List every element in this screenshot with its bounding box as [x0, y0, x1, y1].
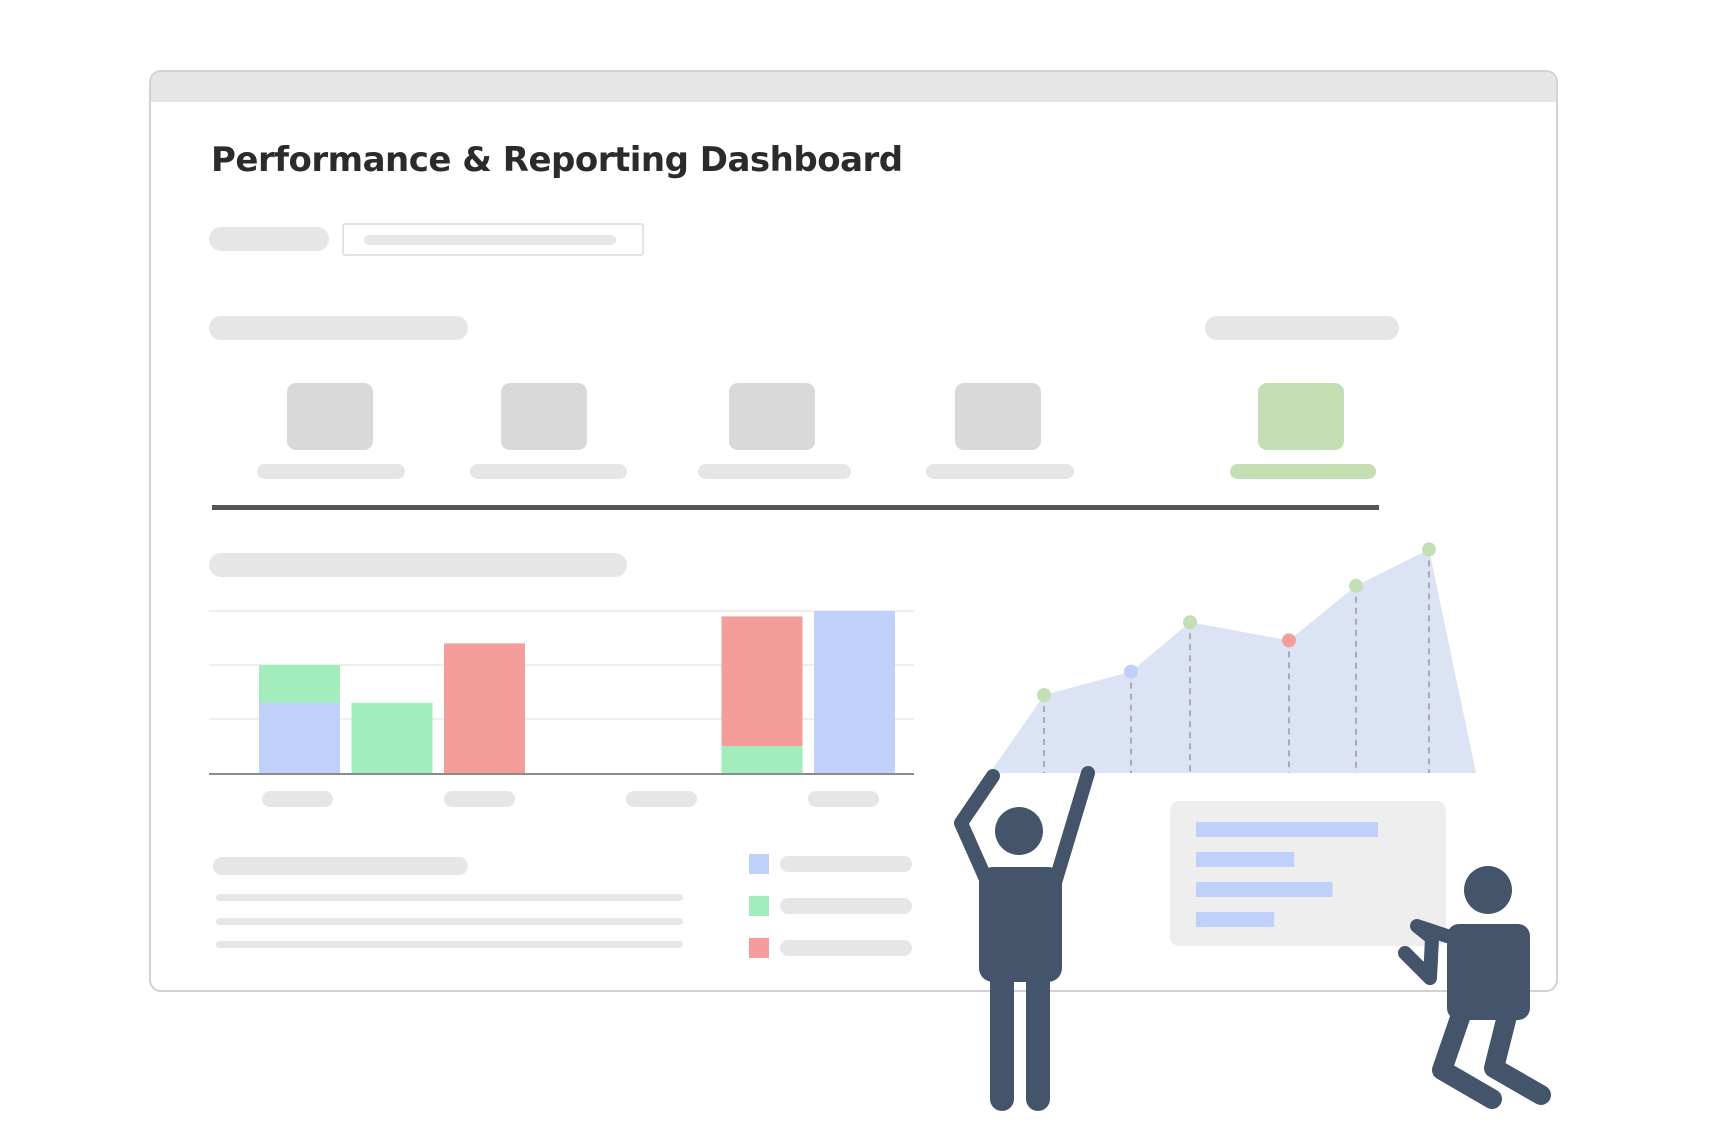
- legend-label-placeholder: [780, 898, 912, 914]
- area-marker: [1183, 615, 1197, 630]
- person-reaching-icon: [954, 766, 1095, 1111]
- x-label-placeholder: [626, 791, 697, 807]
- filter-label-placeholder: [209, 227, 329, 251]
- summary-text-line: [216, 941, 683, 948]
- legend-label-placeholder: [780, 940, 912, 956]
- mini-bar: [1196, 822, 1378, 837]
- x-label-placeholder: [808, 791, 879, 807]
- area-marker: [1037, 688, 1051, 702]
- area-marker: [1422, 542, 1436, 557]
- mini-bar: [1196, 852, 1295, 867]
- chart-bar: [259, 702, 340, 773]
- tile-label-placeholder: [698, 464, 851, 479]
- tile-label-placeholder: [1230, 464, 1376, 479]
- page-title: Performance & Reporting Dashboard: [211, 140, 903, 180]
- summary-heading-placeholder: [213, 857, 468, 875]
- tile-label-placeholder: [257, 464, 405, 479]
- search-input-placeholder: [364, 235, 616, 245]
- chart-bar: [721, 746, 803, 773]
- x-label-placeholder: [444, 791, 515, 807]
- summary-text-line: [216, 894, 683, 901]
- placeholder-tile-icon[interactable]: [501, 383, 587, 450]
- area-marker: [1349, 578, 1363, 593]
- tile-label-placeholder: [926, 464, 1074, 479]
- placeholder-tile-icon[interactable]: [1258, 383, 1344, 450]
- section-action-placeholder[interactable]: [1205, 316, 1399, 340]
- chart-bar: [721, 616, 803, 746]
- chart-bar: [259, 665, 340, 703]
- legend-swatch: [749, 938, 769, 958]
- area-marker: [1124, 664, 1138, 679]
- mini-bar: [1196, 882, 1333, 897]
- window-titlebar[interactable]: [151, 72, 1556, 102]
- legend-label-placeholder: [780, 856, 912, 872]
- placeholder-tile-icon[interactable]: [955, 383, 1041, 450]
- person-presenting-icon: [1398, 866, 1551, 1109]
- summary-text-line: [216, 918, 683, 925]
- x-label-placeholder: [262, 791, 333, 807]
- legend-swatch: [749, 896, 769, 916]
- chart-heading-placeholder: [209, 553, 627, 577]
- mini-bar-card-bg: [1170, 801, 1446, 946]
- area-marker: [1282, 633, 1296, 648]
- chart-bar: [814, 611, 895, 773]
- tile-label-placeholder: [470, 464, 627, 479]
- area-fill: [990, 549, 1476, 773]
- search-input[interactable]: [342, 223, 644, 256]
- section-divider: [212, 505, 1379, 510]
- chart-bar: [351, 702, 433, 773]
- legend-swatch: [749, 854, 769, 874]
- placeholder-tile-icon[interactable]: [729, 383, 815, 450]
- placeholder-tile-icon[interactable]: [287, 383, 373, 450]
- chart-bar: [444, 643, 525, 773]
- mini-bar: [1196, 912, 1275, 927]
- section-heading-placeholder: [209, 316, 468, 340]
